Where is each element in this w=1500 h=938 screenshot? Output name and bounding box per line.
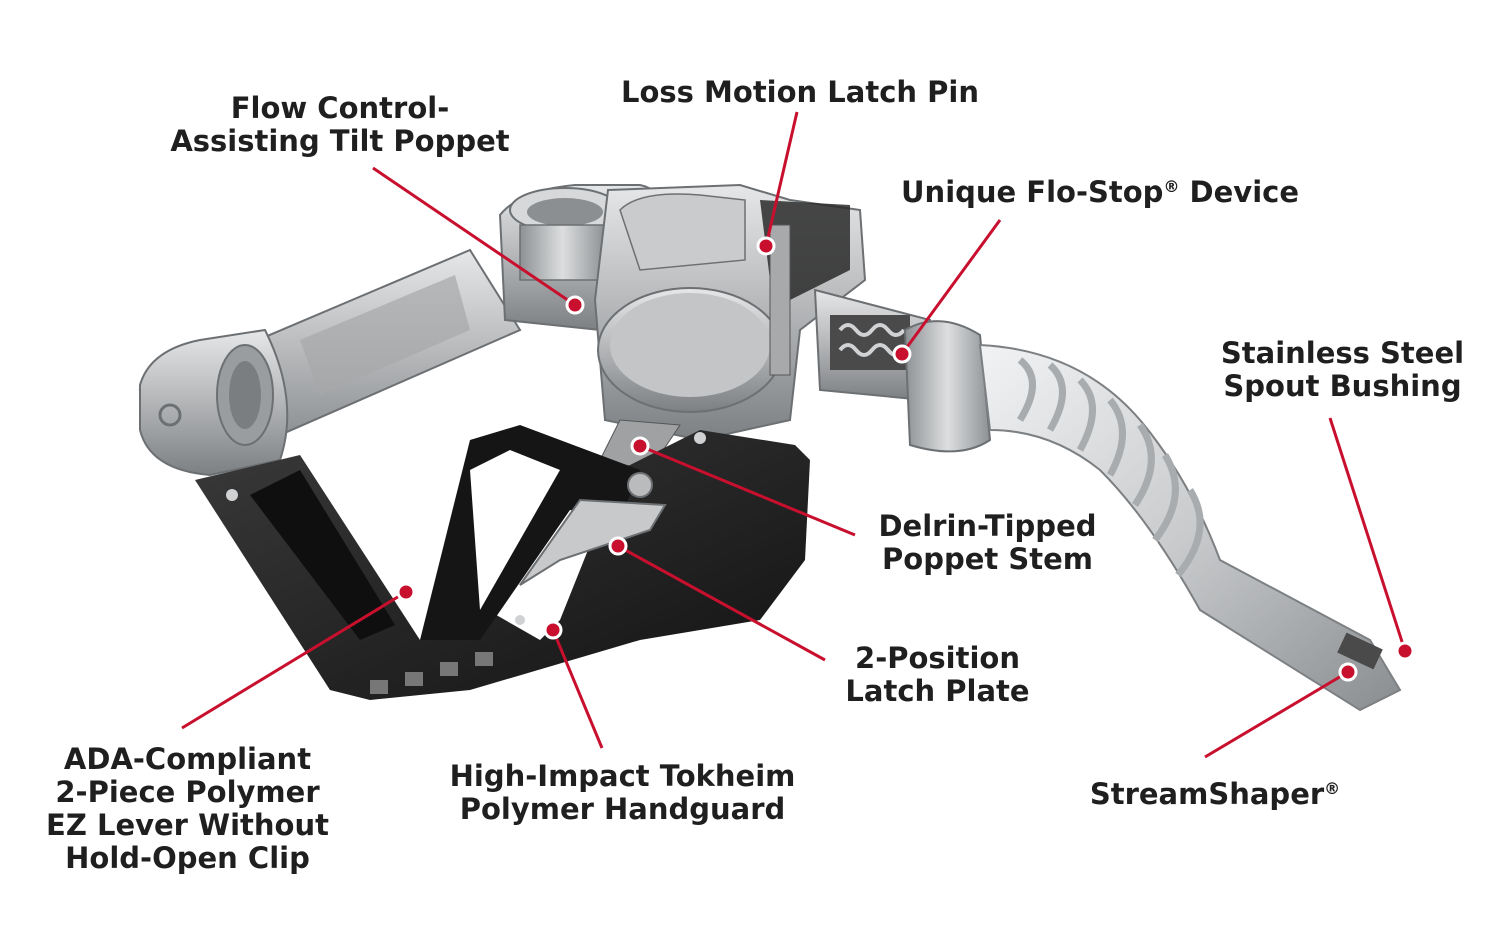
leader-flo-stop-line: [900, 219, 1002, 355]
spout-housing: [813, 288, 992, 453]
leader-flow-control-line: [372, 166, 576, 307]
label-delrin-poppet-stem: Delrin-Tipped Poppet Stem: [878, 509, 1097, 576]
leader-ada-line: [181, 590, 407, 730]
label-flo-stop-device: Unique Flo-Stop® Device: [901, 175, 1299, 209]
leader-delrin-line: [639, 444, 856, 537]
leader-handguard-line: [551, 629, 604, 749]
label-streamshaper: StreamShaper®: [1089, 777, 1341, 811]
label-loss-motion-latch-pin: Loss Motion Latch Pin: [621, 75, 979, 109]
leader-handguard-dot: [543, 620, 563, 640]
leader-latch-plate-dot: [608, 536, 628, 556]
leader-ada-dot: [396, 582, 416, 602]
lever: [420, 425, 667, 640]
leader-latch-plate-line: [617, 544, 826, 662]
leader-flo-stop-dot: [892, 344, 912, 364]
label-latch-plate: 2-Position Latch Plate: [845, 641, 1030, 708]
label-ada-lever: ADA-Compliant 2-Piece Polymer EZ Lever W…: [46, 742, 329, 875]
label-stainless-spout-bushing: Stainless Steel Spout Bushing: [1220, 336, 1465, 403]
handguard: [195, 430, 810, 700]
leader-stainless-line: [1328, 417, 1407, 652]
leader-stainless-dot: [1395, 641, 1415, 661]
inlet-handle: [138, 248, 522, 477]
label-handguard: High-Impact Tokheim Polymer Handguard: [449, 759, 796, 826]
leader-streamshaper-line: [1204, 670, 1349, 759]
nozzle-body: [498, 183, 867, 471]
leader-streamshaper-dot: [1338, 662, 1358, 682]
spout: [978, 343, 1402, 712]
label-flow-control-poppet: Flow Control- Assisting Tilt Poppet: [170, 91, 510, 158]
callout-leaders: [181, 111, 1415, 759]
leader-delrin-dot: [630, 436, 650, 456]
leader-flow-control-dot: [565, 295, 585, 315]
leader-loss-motion-line: [764, 111, 799, 247]
leader-loss-motion-dot: [756, 236, 776, 256]
